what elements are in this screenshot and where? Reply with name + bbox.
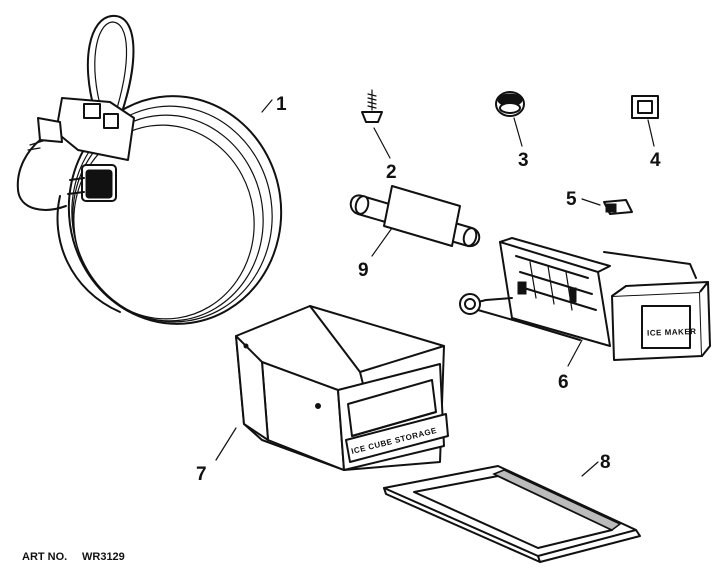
callout-3: 3 <box>518 150 529 171</box>
part-9-fill-tube <box>349 185 481 248</box>
callout-9: 9 <box>358 260 369 281</box>
wire-loop <box>86 14 135 119</box>
icemaker-label: ICE MAKER <box>647 327 697 338</box>
callout-7: 7 <box>196 464 207 485</box>
art-number-label: ART NO. <box>22 551 67 563</box>
callout-6: 6 <box>558 372 569 393</box>
tubing-coil <box>67 95 283 325</box>
callout-4: 4 <box>650 150 661 171</box>
part-7-ice-bucket: ICE CUBE STORAGE <box>235 305 449 471</box>
callout-5: 5 <box>566 189 577 210</box>
callout-2: 2 <box>386 162 397 183</box>
part-6-ice-maker: ICE MAKER <box>459 237 711 361</box>
part-8-tray <box>383 465 641 563</box>
part-5-small-clip <box>603 199 633 215</box>
callout-8: 8 <box>600 452 611 473</box>
part-3-clip <box>495 91 525 117</box>
art-number-value: WR3129 <box>82 551 125 563</box>
inlet-fitting <box>37 117 63 143</box>
part-1-water-valve-assembly <box>16 14 283 325</box>
callout-1: 1 <box>276 94 287 115</box>
part-2-screw <box>361 89 383 123</box>
part-4-cover <box>631 95 659 119</box>
